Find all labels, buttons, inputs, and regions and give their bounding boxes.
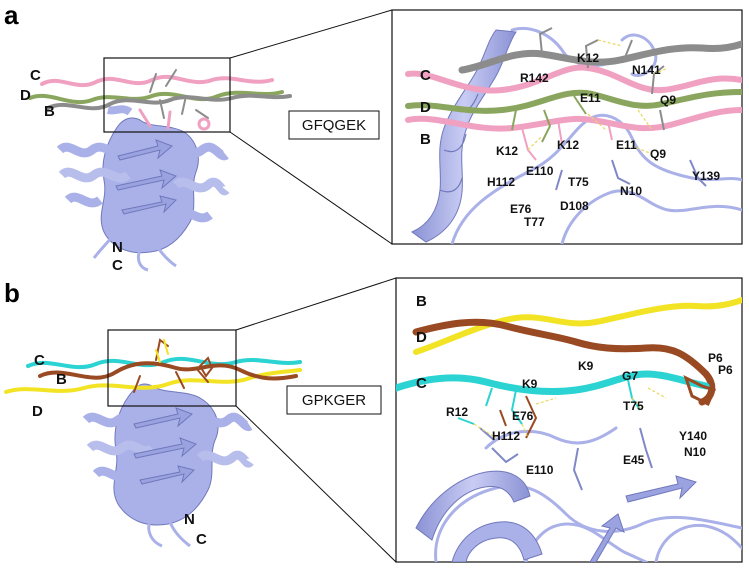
panel-b-sheet-ribbon [415,470,531,541]
panel-a-overview-label-c: C [30,67,41,84]
panel-a-peptides-overview [28,69,292,131]
panel-b-zoom-label-d: D [416,329,427,346]
residue-label: T75 [568,175,589,189]
residue-label: N10 [684,445,706,459]
residue-label: E76 [510,202,532,216]
residue-label: K12 [577,51,599,65]
residue-label: K9 [522,377,538,391]
panel-b-peptides-overview [4,338,302,394]
residue-label: Q9 [660,93,676,107]
residue-label: T75 [623,399,644,413]
panel-b-overview-label-c: C [34,352,45,369]
residue-label: R12 [446,405,468,419]
residue-label: Y139 [692,169,720,183]
panel-a-letter: a [4,0,19,30]
panel-b-overview-label-n: N [184,511,195,528]
panel-a-protein-overview [56,105,230,272]
panel-a-zoom-content: C D B K12 N141 R142 E11 Q9 K12 K12 E11 Q… [405,27,742,244]
residue-label: K12 [557,138,579,152]
panel-b-zoom-content: B D C K9 P6 G7 K9 P6 R12 E76 T75 H112 Y1… [396,293,742,562]
residue-label: E11 [580,91,601,105]
residue-label: H112 [487,175,515,189]
panel-b-zoom-label-b: B [416,293,427,310]
residue-label: E76 [512,409,534,423]
panel-b-protein-overview [82,383,254,548]
residue-label: E110 [526,463,554,477]
residue-label: R142 [520,71,549,85]
panel-a-overview-label-n: N [112,239,123,256]
panel-b-zoom-box [107,329,237,407]
panel-b-overview-label-c-term: C [196,531,207,548]
panel-a-sequence-text: GFQGEK [302,117,366,134]
residue-label: Q9 [650,147,666,161]
residue-label: D108 [560,199,589,213]
panel-a-overview-label-d: D [20,87,31,104]
residue-label: E110 [526,164,554,178]
residue-label: H112 [492,429,520,443]
panel-b-overview-label-b: B [56,371,67,388]
panel-b-zoom-line-top [235,277,397,331]
panel-b-letter: b [4,278,20,308]
residue-label: P6 [708,351,723,365]
residue-label: N10 [620,184,642,198]
panel-a-helix [410,29,517,243]
residue-label: P6 [718,363,733,377]
panel-b-zoom-label-c: C [416,375,427,392]
panel-a-zoom-line-bottom [229,131,393,245]
panel-b-sequence-box [286,385,382,415]
residue-label: E11 [616,138,637,152]
residue-label: N141 [632,63,661,77]
panel-a-zoom-label-d: D [420,99,431,116]
panel-a-zoom-line-top [229,9,393,59]
residue-label: G7 [622,369,638,383]
panel-a-overview-label-c-term: C [112,257,123,274]
panel-a-sequence-box [288,110,380,140]
panel-a-zoom-box [103,57,231,133]
panel-b-zoom-line-bottom [235,405,397,563]
panel-a-zoom-label-b: B [420,131,431,148]
panel-b-overview-label-d: D [32,403,43,420]
residue-label: Y140 [679,429,707,443]
panel-a-overview-label-b: B [44,103,55,120]
panel-a-zoom-label-c: C [420,67,431,84]
residue-label: E45 [623,453,645,467]
panel-b-sequence-text: GPKGER [302,392,366,409]
residue-label: K9 [578,359,594,373]
residue-label: T77 [524,215,545,229]
residue-label: K12 [496,144,518,158]
